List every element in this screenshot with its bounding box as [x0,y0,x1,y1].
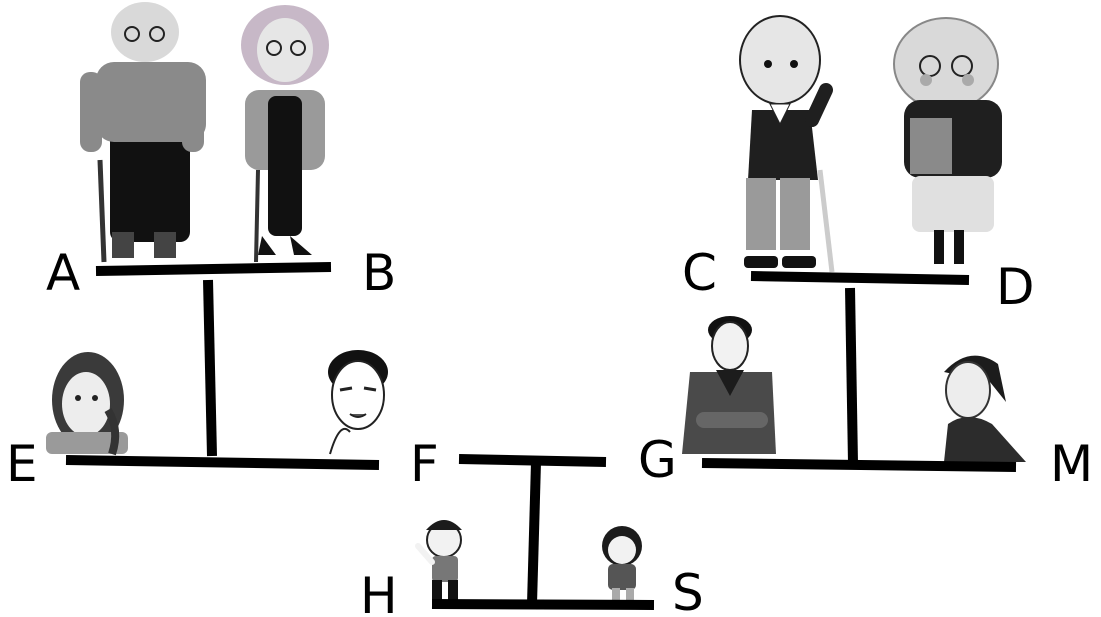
label-a: A [46,244,80,302]
couple-line-fg [458,454,607,467]
descent-line-fg [527,461,541,605]
sibling-line-gm [701,458,1017,472]
descent-line-cd [845,287,858,464]
label-c: C [682,244,717,302]
sibling-line-hs [431,599,655,610]
label-m: M [1050,435,1093,493]
portrait-a-grandfather [80,2,206,263]
label-h: H [360,567,398,617]
label-s: S [672,564,704,617]
couple-line-ab [95,262,332,276]
label-d: D [996,258,1035,316]
descent-line-ab [203,279,217,457]
portrait-h-boy [415,520,462,600]
label-e: E [6,435,38,493]
portrait-g-man [682,316,776,454]
sibling-line-ef [65,455,380,470]
portrait-m-man [944,355,1026,462]
portrait-d-grandmother [893,17,1002,264]
portrait-b-grandmother [241,5,329,263]
couple-line-cd [750,271,970,285]
label-f: F [410,435,439,493]
portrait-c-grandfather [739,15,835,273]
portrait-f-woman [328,350,388,455]
portrait-s-girl [602,526,642,602]
label-b: B [362,244,396,302]
label-g: G [638,431,677,489]
portrait-e-woman [46,352,128,456]
